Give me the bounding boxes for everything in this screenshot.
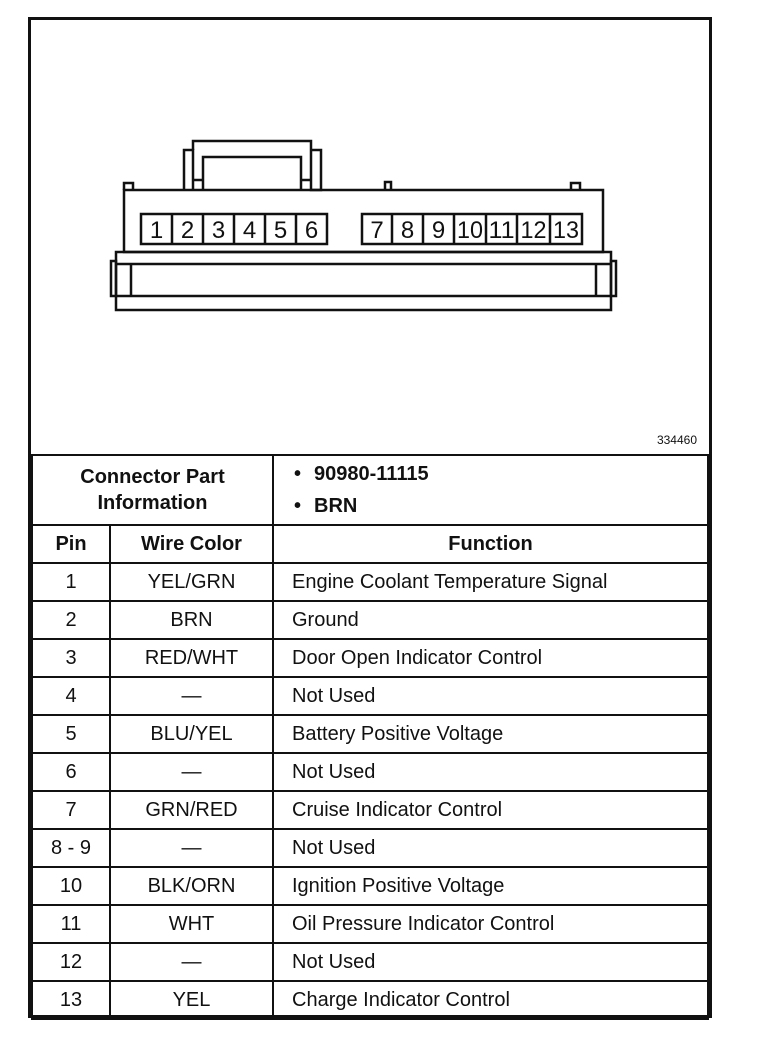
connector-pin-label: 13 <box>553 217 579 244</box>
connector-info-label: Connector Part Information <box>31 454 274 526</box>
function-cell: Not Used <box>272 752 709 792</box>
connector-pin-label: 11 <box>489 217 515 244</box>
pin-cell: 5 <box>31 714 111 754</box>
function-cell: Not Used <box>272 676 709 716</box>
wire-color-cell: — <box>109 676 274 716</box>
function-cell: Not Used <box>272 942 709 982</box>
pin-cell: 10 <box>31 866 111 906</box>
function-cell: Ground <box>272 600 709 640</box>
pin-cell: 3 <box>31 638 111 678</box>
wire-color-cell: WHT <box>109 904 274 944</box>
wire-color-cell: BLK/ORN <box>109 866 274 906</box>
connector-pin-label: 3 <box>212 217 225 244</box>
pin-cell: 2 <box>31 600 111 640</box>
pin-cell: 1 <box>31 562 111 602</box>
connector-color: BRN <box>294 490 707 522</box>
function-cell: Cruise Indicator Control <box>272 790 709 830</box>
function-cell: Engine Coolant Temperature Signal <box>272 562 709 602</box>
table-row: 12—Not Used <box>31 942 709 982</box>
connector-pin-label: 7 <box>370 217 383 244</box>
connector-info-row: Connector Part Information 90980-11115 B… <box>31 454 709 526</box>
connector-info-values: 90980-11115 BRN <box>272 454 709 526</box>
wire-color-cell: — <box>109 828 274 868</box>
connector-pin-label: 10 <box>457 217 483 244</box>
header-pin: Pin <box>31 524 111 564</box>
pin-cell: 7 <box>31 790 111 830</box>
connector-info-label-line1: Connector Part <box>80 466 225 488</box>
connector-table: Connector Part Information 90980-11115 B… <box>31 454 709 1020</box>
header-wire-color: Wire Color <box>109 524 274 564</box>
pin-cell: 8 - 9 <box>31 828 111 868</box>
connector-pin-label: 4 <box>243 217 256 244</box>
wire-color-cell: YEL <box>109 980 274 1020</box>
connector-pin-label: 5 <box>274 217 287 244</box>
wire-color-cell: GRN/RED <box>109 790 274 830</box>
function-cell: Not Used <box>272 828 709 868</box>
table-row: 6—Not Used <box>31 752 709 792</box>
connector-pin-label: 9 <box>432 217 445 244</box>
function-cell: Ignition Positive Voltage <box>272 866 709 906</box>
wire-color-cell: YEL/GRN <box>109 562 274 602</box>
pin-cell: 12 <box>31 942 111 982</box>
function-cell: Battery Positive Voltage <box>272 714 709 754</box>
figure-id: 334460 <box>656 433 697 447</box>
header-function: Function <box>272 524 709 564</box>
pin-cell: 11 <box>31 904 111 944</box>
connector-info-section: Connector Part Information 90980-11115 B… <box>31 454 709 564</box>
pin-cell: 13 <box>31 980 111 1020</box>
wire-color-cell: BLU/YEL <box>109 714 274 754</box>
table-row: 4—Not Used <box>31 676 709 716</box>
header-row: Pin Wire Color Function <box>31 524 709 564</box>
table-row: 8 - 9—Not Used <box>31 828 709 868</box>
part-number: 90980-11115 <box>294 458 707 490</box>
connector-pin-label: 12 <box>521 217 547 244</box>
connector-pin-label: 1 <box>150 217 163 244</box>
wire-color-cell: — <box>109 942 274 982</box>
function-cell: Oil Pressure Indicator Control <box>272 904 709 944</box>
wire-color-cell: — <box>109 752 274 792</box>
function-cell: Door Open Indicator Control <box>272 638 709 678</box>
pin-cell: 6 <box>31 752 111 792</box>
pin-cell: 4 <box>31 676 111 716</box>
connector-pin-label: 2 <box>181 217 194 244</box>
connector-pin-label: 6 <box>305 217 318 244</box>
connector-pin-label: 8 <box>401 217 414 244</box>
wire-color-cell: BRN <box>109 600 274 640</box>
connector-info-label-line2: Information <box>97 492 208 514</box>
function-cell: Charge Indicator Control <box>272 980 709 1020</box>
wire-color-cell: RED/WHT <box>109 638 274 678</box>
